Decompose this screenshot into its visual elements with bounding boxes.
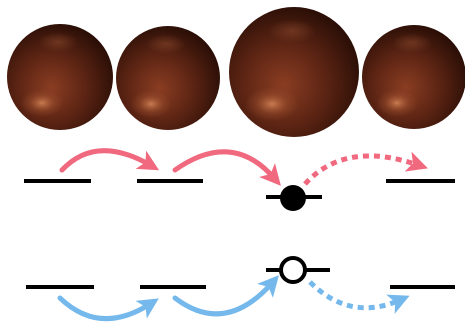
hole-hop-arrow-3-dashed <box>308 280 410 314</box>
hole-hop-arrow-2 <box>172 275 279 317</box>
sphere-1 <box>7 24 113 130</box>
sphere-2 <box>116 26 220 130</box>
hole-hop-arrow-1 <box>57 295 159 322</box>
hole-open-circle <box>279 256 307 284</box>
electron-hop-arrow-1 <box>59 148 160 173</box>
sphere-row <box>7 7 465 137</box>
electron-row <box>24 148 455 211</box>
electron-filled-circle <box>280 185 306 211</box>
hole-row <box>26 256 455 322</box>
electron-hop-arrow-3-dashed <box>303 151 428 186</box>
sphere-4 <box>362 25 465 129</box>
electron-hop-arrow-2 <box>172 149 281 186</box>
sphere-3-large <box>229 7 359 137</box>
